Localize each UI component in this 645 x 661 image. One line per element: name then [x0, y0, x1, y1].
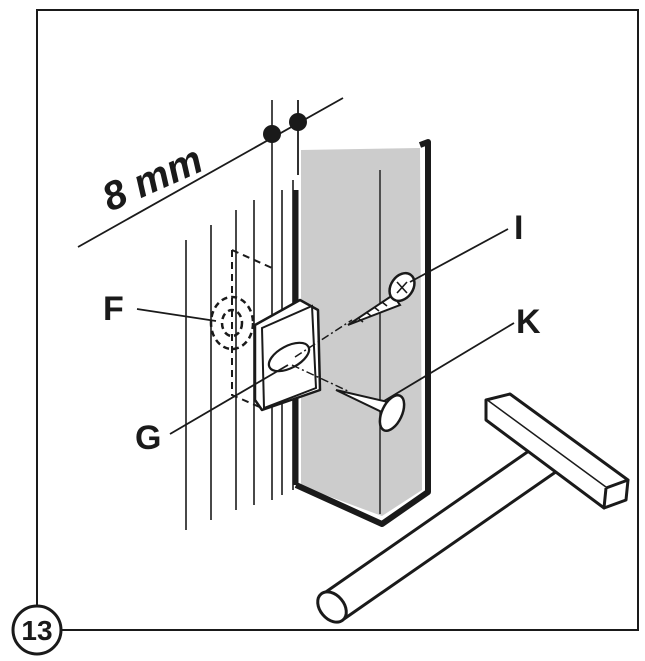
step-badge: 13: [11, 604, 63, 656]
frame-lines: [185, 100, 294, 530]
callout-g: G: [135, 419, 161, 457]
mounting-bracket-icon: [253, 298, 322, 412]
hammer-icon: [316, 392, 630, 624]
callout-k: K: [516, 303, 541, 341]
illustration-frame: [36, 9, 639, 631]
screw-icon: [347, 271, 416, 326]
nail-icon: [335, 389, 406, 432]
dimension-marker-right: [289, 113, 307, 131]
hole-marker-f: [209, 295, 255, 351]
step-number: 13: [21, 615, 52, 646]
dimension-label: 8 mm: [96, 138, 209, 221]
callout-i: I: [514, 209, 523, 247]
dimension-marker-left: [263, 125, 281, 143]
callout-f: F: [103, 290, 124, 328]
bracket-recess-outline: [231, 249, 273, 409]
alignment-lines: [291, 319, 353, 393]
callout-leaders: [136, 228, 515, 435]
